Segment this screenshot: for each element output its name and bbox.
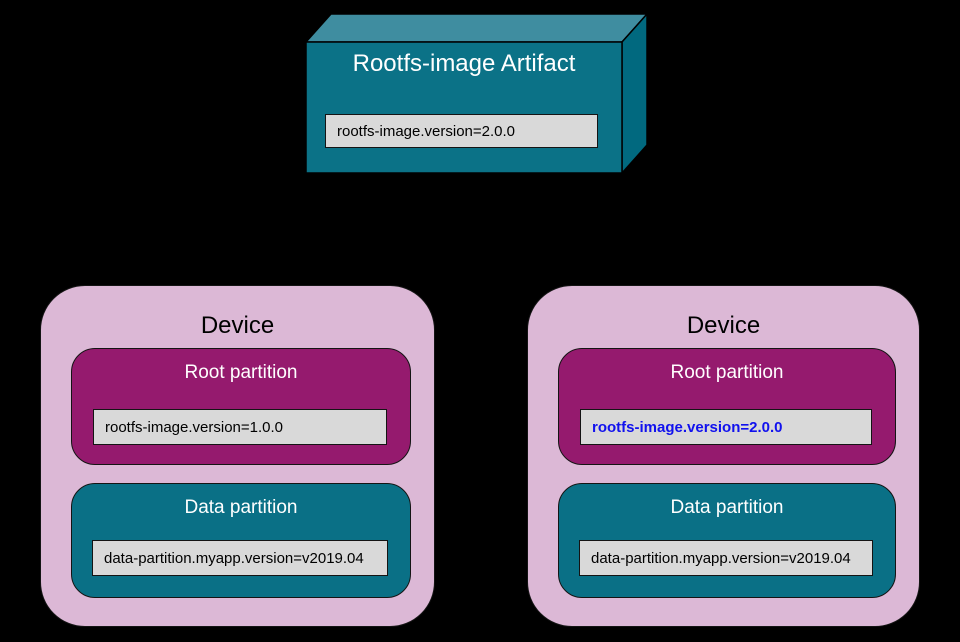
artifact-box: Rootfs-image Artifact rootfs-image.versi… [306,14,647,173]
artifact-top-face [306,14,647,43]
root-partition-title: Root partition [184,362,298,383]
root-partition-version-label: rootfs-image.version=2.0.0 [580,409,872,445]
artifact-3d-faces [306,14,647,173]
data-partition-title: Data partition [184,497,298,518]
device-title: Device [686,312,761,339]
data-partition: Data partition data-partition.myapp.vers… [558,483,896,598]
data-partition-version-label: data-partition.myapp.version=v2019.04 [92,540,388,576]
device-box-left: Device Root partition rootfs-image.versi… [40,285,435,627]
root-partition: Root partition rootfs-image.version=1.0.… [71,348,411,465]
artifact-front-face [306,41,623,173]
artifact-version-label: rootfs-image.version=2.0.0 [325,114,598,148]
device-box-right: Device Root partition rootfs-image.versi… [527,285,920,627]
artifact-title: Rootfs-image Artifact [352,50,576,77]
data-partition-version-label: data-partition.myapp.version=v2019.04 [579,540,873,576]
artifact-right-face [621,14,647,173]
data-partition: Data partition data-partition.myapp.vers… [71,483,411,598]
root-partition-version-label: rootfs-image.version=1.0.0 [93,409,387,445]
device-title: Device [200,312,275,339]
root-partition: Root partition rootfs-image.version=2.0.… [558,348,896,465]
root-partition-title: Root partition [670,362,784,383]
data-partition-title: Data partition [670,497,784,518]
